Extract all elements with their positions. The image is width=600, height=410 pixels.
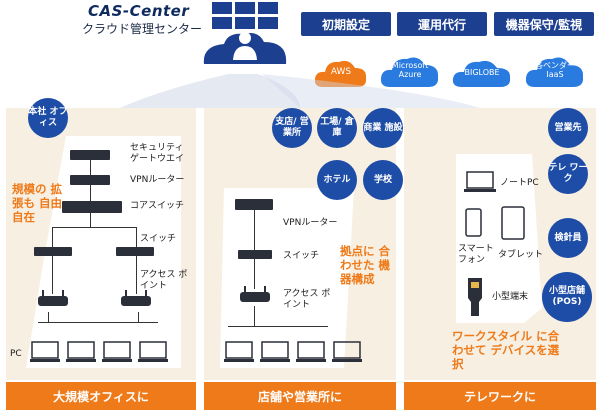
link-line (90, 185, 91, 201)
footer-office: 大規模オフィスに (6, 382, 196, 410)
store-laptops-icon (224, 341, 362, 362)
label-store-vpn-router: VPNルーター (283, 218, 338, 228)
badge-hotel: ホテル (317, 160, 357, 200)
link-line (228, 326, 328, 327)
label-handheld: 小型端末 (492, 292, 529, 302)
link-line (90, 160, 91, 175)
cloud-biglobe: BIGLOBE (451, 54, 513, 90)
security-gateway-device (70, 150, 110, 160)
cloud-label: Microsoft Azure (391, 61, 429, 79)
badge-meter-reader: 検針員 (548, 218, 588, 258)
service-operation: 運用代行 (397, 12, 487, 36)
cloud-label: AWS (330, 66, 352, 77)
label-switch: スイッチ (140, 234, 177, 244)
cloud-azure: Microsoft Azure (379, 50, 441, 90)
badge-school: 学校 (363, 160, 403, 200)
label-store-switch: スイッチ (283, 251, 320, 261)
label-vpn-router: VPNルーター (130, 175, 185, 185)
footer-telework: テレワークに (404, 382, 596, 410)
label-security-gateway: セキュリティ ゲートウエイ (130, 143, 185, 164)
vpn-router-device (70, 175, 110, 185)
link-line (254, 306, 255, 326)
access-point-icon (38, 290, 68, 306)
label-tablet: タブレット (498, 250, 544, 260)
tablet-icon (501, 206, 525, 240)
badge-head-office: 本社 オフィス (28, 98, 68, 138)
office-highlight: 規模の 拡張も 自由自在 (12, 182, 63, 224)
cloud-icon (452, 60, 511, 87)
cloud-icon (380, 57, 439, 87)
store-highlight: 拠点に 合わせた 機器構成 (340, 244, 391, 286)
store-diagram-bg (220, 188, 354, 368)
label-laptop: ノートPC (500, 178, 539, 188)
link-line (52, 256, 53, 294)
link-line (52, 227, 53, 247)
office-diagram-bg (26, 136, 181, 368)
cloud-vendor-iaas: 各ベンダー IaaS (524, 50, 586, 90)
link-line (48, 312, 49, 322)
footer-store: 店舗や営業所に (204, 382, 396, 410)
link-line (136, 256, 137, 294)
label-pc: PC (10, 349, 22, 359)
cloud-aws: AWS (313, 54, 369, 90)
smartphone-icon (465, 208, 482, 237)
laptop-icon (464, 171, 496, 192)
badge-telework: テレ ワーク (548, 154, 588, 194)
service-maintenance: 機器保守/監視 (494, 12, 594, 36)
badge-factory: 工場/ 倉庫 (317, 108, 357, 148)
label-smartphone: スマート フォン (458, 244, 494, 265)
switch-device (34, 247, 72, 256)
badge-small-store-pos: 小型店舗 (POS) (542, 272, 592, 322)
store-switch-device (238, 250, 272, 259)
pc-laptops-icon (30, 341, 168, 362)
cloud-icon (525, 57, 584, 87)
operator-monitor-icon (203, 2, 287, 64)
link-line (254, 259, 255, 289)
label-core-switch: コアスイッチ (130, 201, 185, 211)
badge-branch: 支店/ 営業所 (272, 108, 312, 148)
link-line (52, 227, 136, 228)
connection-beam (120, 74, 480, 108)
logo-title: CAS-Center (88, 2, 190, 20)
link-line (90, 213, 91, 227)
badge-client-visit: 営業先 (548, 108, 588, 148)
store-vpn-router-device (235, 199, 273, 210)
link-line (254, 210, 255, 250)
logo-subtitle: クラウド管理センター (82, 22, 203, 36)
switch-device (116, 247, 154, 256)
access-point-icon (240, 286, 270, 302)
cloud-label: 各ベンダー IaaS (535, 61, 575, 79)
core-switch-device (62, 201, 122, 213)
cloud-icon (314, 60, 367, 87)
link-line (136, 227, 137, 247)
handheld-terminal-icon (468, 278, 482, 316)
link-line (38, 322, 158, 323)
telework-highlight: ワークスタイル に合わせて デバイスを選択 (452, 329, 560, 371)
label-store-access-point: アクセス ポイント (283, 289, 331, 310)
label-access-point: アクセス ポイント (140, 270, 188, 291)
service-initial-setup: 初期設定 (301, 12, 391, 36)
access-point-icon (121, 290, 151, 306)
badge-commercial: 商業 施設 (363, 108, 403, 148)
link-line (138, 312, 139, 322)
cloud-label: BIGLOBE (464, 67, 500, 77)
